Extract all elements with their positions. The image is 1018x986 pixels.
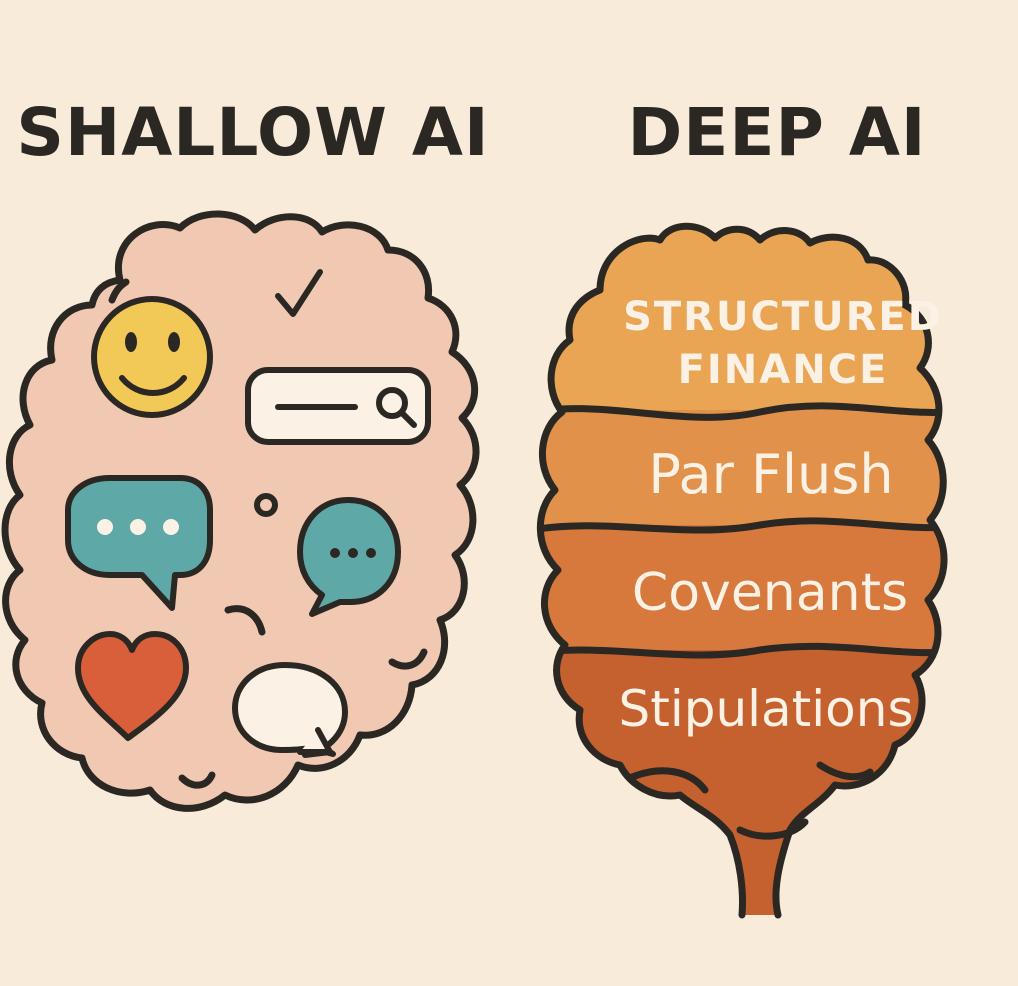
heart-icon <box>75 631 189 741</box>
brain-fold <box>224 605 266 636</box>
checkmark-icon <box>275 269 323 317</box>
chat-bubble-icon <box>65 475 213 611</box>
chat-bubble-icon <box>297 497 401 617</box>
deep-ai-title: DEEP AI <box>628 94 927 171</box>
layer-label: Par Flush <box>648 443 893 506</box>
brain-fold <box>736 818 809 840</box>
brain-fold <box>108 278 130 304</box>
search-bar-icon <box>245 367 431 445</box>
layer-par-flush <box>540 410 945 525</box>
brain-fold <box>388 648 428 670</box>
smiley-face-icon <box>91 296 213 418</box>
deep-brain-outline <box>536 222 948 919</box>
layer-divider <box>540 642 945 659</box>
layer-label: STRUCTURED <box>623 294 943 340</box>
shallow-ai-title: SHALLOW AI <box>16 94 489 171</box>
layer-label: Covenants <box>632 563 908 623</box>
layer-covenants <box>540 525 945 650</box>
layer-label: Stipulations <box>618 680 913 738</box>
speech-bubble-tail <box>297 727 333 755</box>
brain-fold <box>626 767 709 794</box>
brain-fold <box>178 771 216 789</box>
dot-icon <box>254 493 278 517</box>
layer-label: FINANCE <box>678 347 889 393</box>
brain-fold <box>816 761 874 781</box>
layer-divider <box>540 517 945 536</box>
empty-speech-bubble-icon <box>232 662 348 758</box>
layer-divider <box>540 402 945 421</box>
